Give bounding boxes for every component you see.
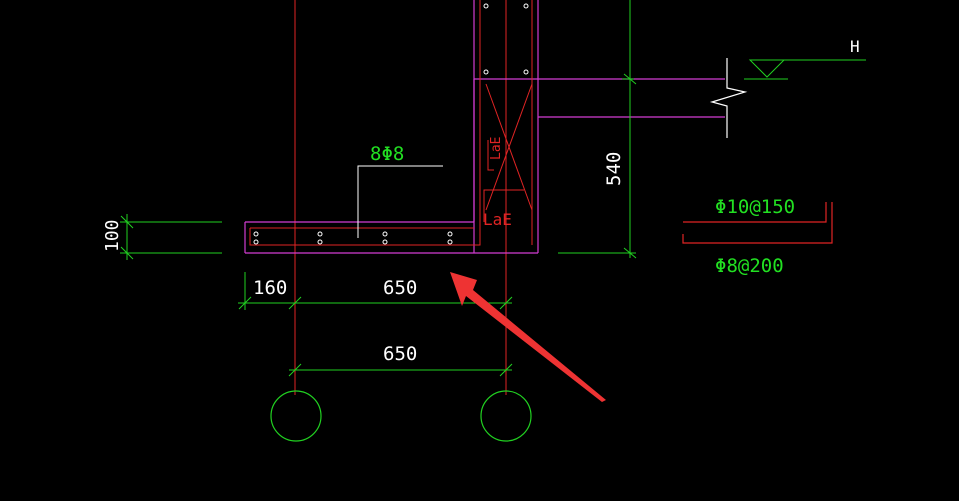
- dim-upper-slash-mid: [288, 296, 302, 310]
- section-outline: [244, 0, 725, 254]
- dimension-lines: [120, 0, 866, 377]
- rebar-hook-b: [483, 189, 524, 222]
- rebar-dot: [382, 231, 388, 237]
- dim-span-lower-label: 650: [383, 343, 417, 365]
- dim-height-slash-bottom: [623, 247, 637, 259]
- anchor-label-upper: LaE: [489, 137, 504, 160]
- callout-leader-line: [357, 165, 443, 238]
- rebar-dot: [483, 3, 489, 9]
- axis-bubble-icon: [480, 390, 532, 442]
- bar-callout-leader: [357, 165, 443, 238]
- rebar-legend-lines: [682, 202, 833, 244]
- rebar-dot: [253, 239, 259, 245]
- dim-slab-slash-top: [120, 215, 134, 229]
- legend-main-bar: [683, 202, 827, 223]
- rebar-main-label: Φ10@150: [715, 196, 795, 218]
- elevation-label: H: [850, 37, 860, 56]
- rebar-dot: [317, 231, 323, 237]
- dim-lower-slash-right: [499, 363, 513, 377]
- rebar-lines: [249, 0, 533, 246]
- rebar-dist-label: Φ8@200: [715, 255, 784, 277]
- dim-upper-slash-right: [499, 296, 513, 310]
- dim-slab-label: 100: [102, 219, 123, 252]
- axis-lines: [294, 0, 507, 395]
- legend-dist-bar: [682, 202, 833, 244]
- pointer-arrow-icon: [450, 272, 606, 402]
- rebar-dot: [382, 239, 388, 245]
- dim-height-slash-top: [623, 73, 637, 85]
- axis-bubble-icon: [270, 390, 322, 442]
- dim-upper-slash-left: [238, 296, 252, 310]
- rebar-dots: [253, 3, 529, 245]
- elevation-marker-icon: [748, 59, 786, 78]
- pointer-arrow-shape: [450, 272, 606, 402]
- rebar-dot: [483, 69, 489, 75]
- elevation-triangle: [748, 59, 786, 78]
- dim-span-upper-label: 650: [383, 277, 417, 299]
- rebar-outer: [249, 0, 481, 246]
- rebar-dot: [447, 231, 453, 237]
- dim-left-label: 160: [253, 277, 287, 299]
- dim-slab-slash-bottom: [120, 246, 134, 260]
- dim-height-label: 540: [603, 152, 625, 186]
- bar-callout-label: 8Φ8: [370, 143, 404, 165]
- rebar-dot: [253, 231, 259, 237]
- break-line-icon: [709, 58, 748, 138]
- rebar-dot: [447, 239, 453, 245]
- rebar-hook-a: [487, 140, 494, 171]
- rebar-cross-b: [485, 83, 533, 211]
- break-line-zigzag: [709, 58, 748, 138]
- axis-bubbles: [270, 390, 532, 442]
- rebar-dot: [317, 239, 323, 245]
- anchor-label-lower: LaE: [483, 210, 512, 229]
- rebar-dot: [523, 3, 529, 9]
- rebar-dot: [523, 69, 529, 75]
- dim-lower-slash-left: [288, 363, 302, 377]
